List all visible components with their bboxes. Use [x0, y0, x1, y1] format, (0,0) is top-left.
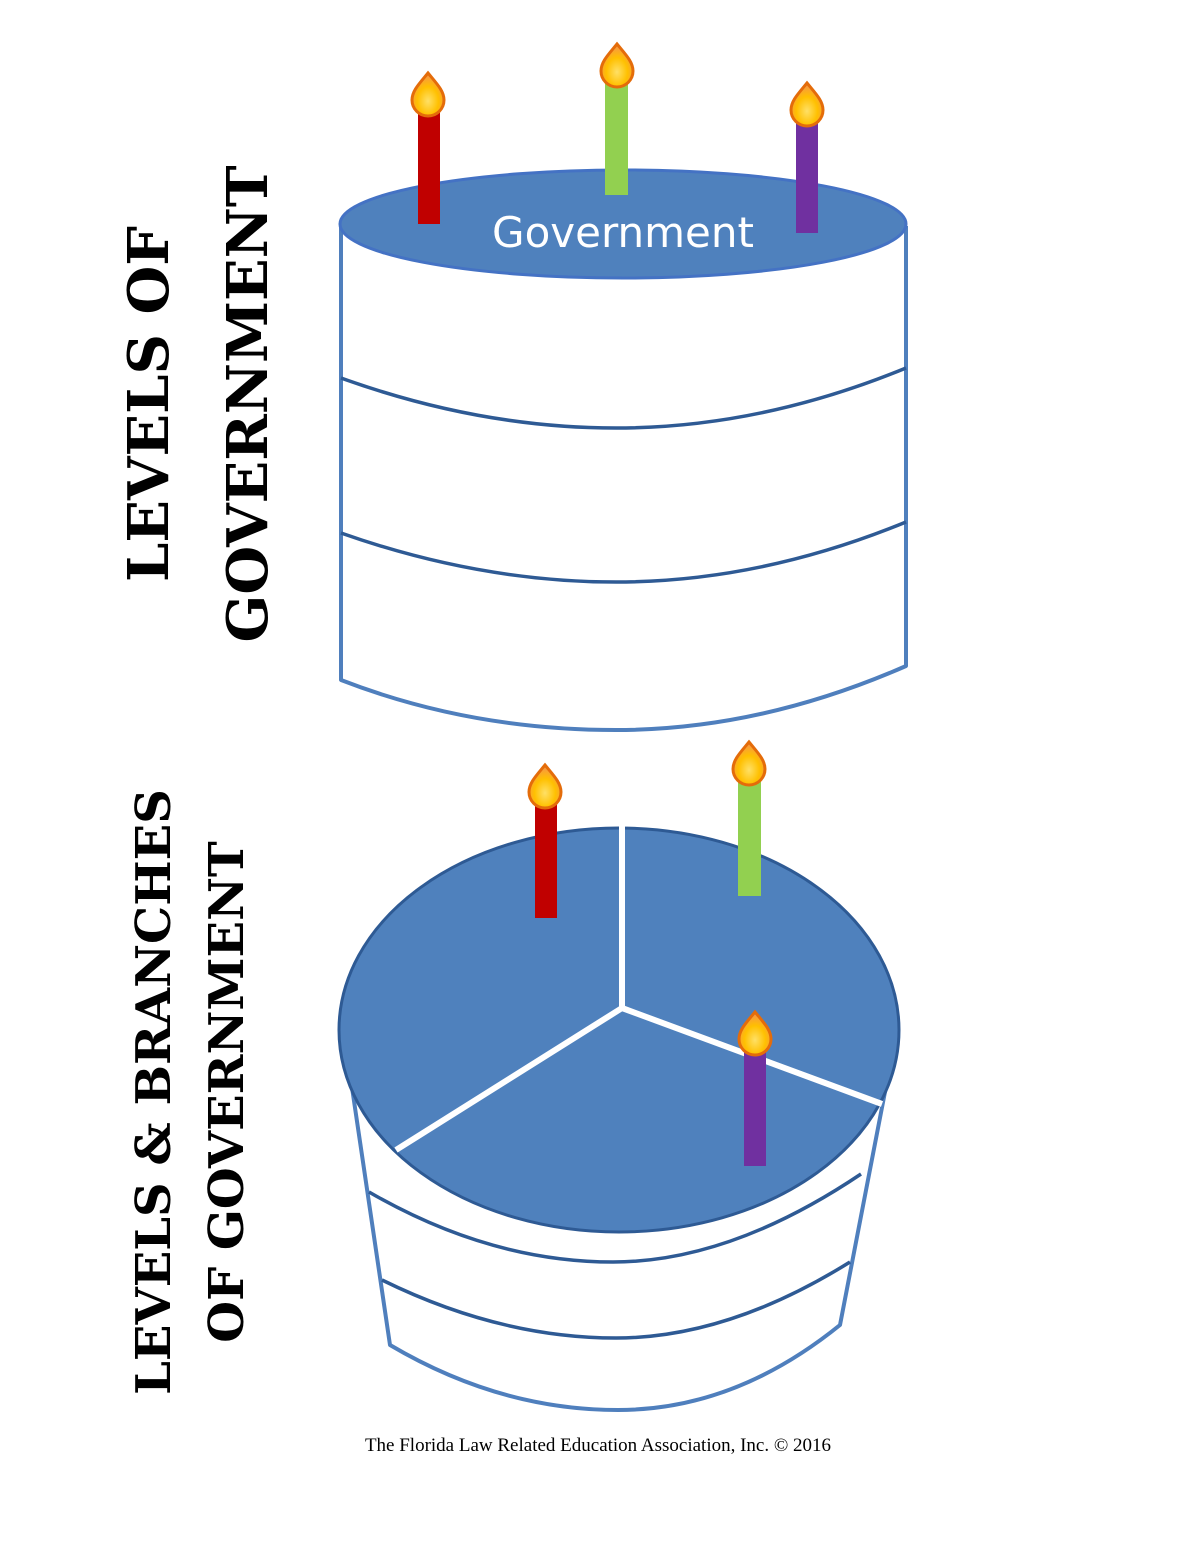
candle-stick: [744, 1047, 766, 1166]
top-title-line-1: LEVELS OF: [116, 226, 182, 582]
top-cake-body: [339, 226, 908, 732]
top-title-line-2: GOVERNMENT: [215, 165, 281, 642]
bottom-green-candle: [731, 739, 767, 896]
candle-stick: [535, 799, 557, 918]
flame-icon: [731, 739, 767, 787]
flame-icon: [789, 80, 825, 128]
candle-stick: [605, 80, 628, 195]
bottom-cake-layer-line-1: [368, 1172, 862, 1264]
candle-stick: [738, 777, 761, 896]
flame-icon: [410, 70, 446, 118]
top-cake-label: Government: [492, 208, 754, 257]
bottom-cake-layer-line-2: [381, 1260, 851, 1340]
top-cake: Government: [338, 41, 908, 732]
top-cake-layer-line-2: [340, 520, 907, 584]
top-cake-layer-line-1: [340, 366, 907, 430]
flame-icon: [737, 1009, 773, 1057]
slice-divider-left: [394, 1005, 624, 1153]
copyright-footer: The Florida Law Related Education Associ…: [365, 1435, 831, 1456]
top-red-candle: [410, 70, 446, 224]
bottom-cake: [337, 739, 901, 1412]
bottom-red-candle: [527, 762, 563, 918]
candle-stick: [418, 108, 440, 224]
top-green-candle: [599, 41, 635, 195]
flame-icon: [599, 41, 635, 89]
bottom-title-line-2: OF GOVERNMENT: [199, 841, 255, 1343]
top-purple-candle: [789, 80, 825, 233]
bottom-title-line-1: LEVELS & BRANCHES: [126, 789, 182, 1395]
bottom-purple-candle: [737, 1009, 773, 1166]
flame-icon: [527, 762, 563, 810]
top-title: LEVELS OF GOVERNMENT: [116, 165, 281, 642]
bottom-title: LEVELS & BRANCHES OF GOVERNMENT: [126, 789, 255, 1395]
candle-stick: [796, 117, 818, 233]
